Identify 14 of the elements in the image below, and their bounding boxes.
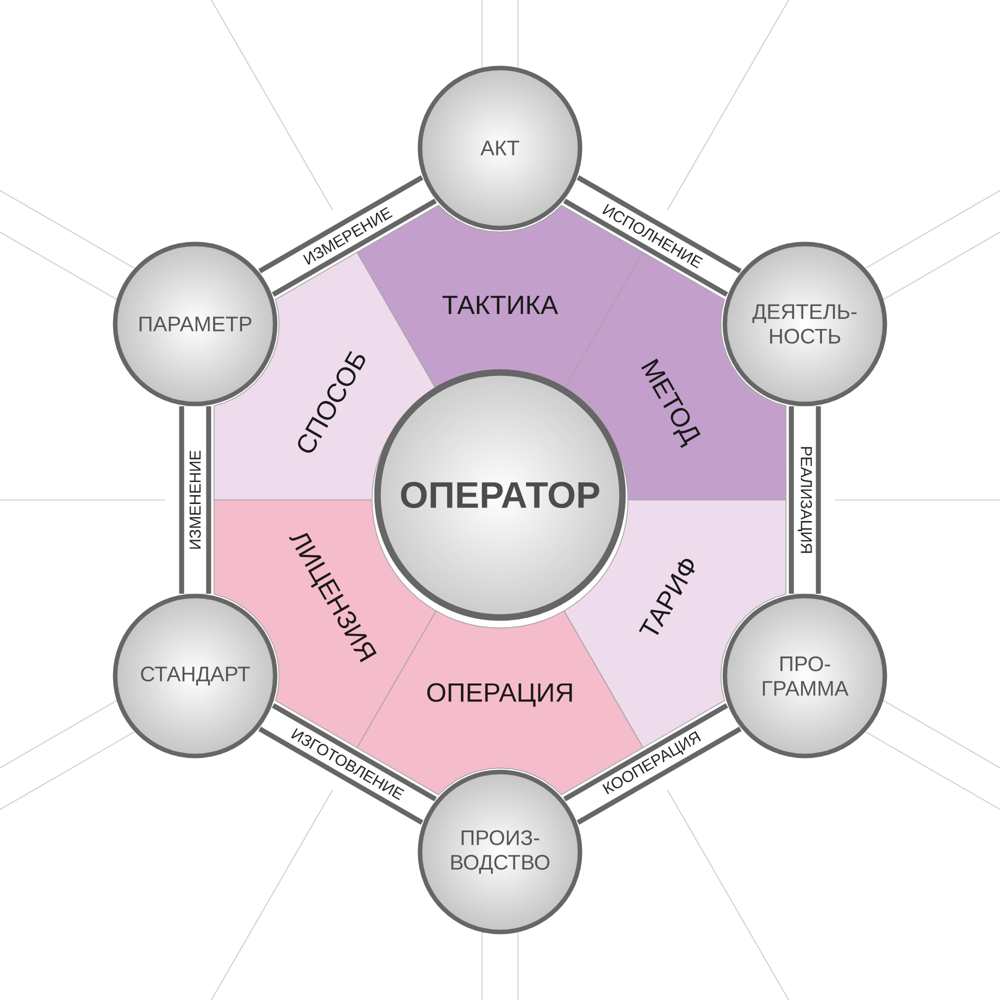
connector-band <box>563 175 742 297</box>
circle-node: СТАНДАРТ <box>112 594 278 758</box>
connector-band <box>563 703 742 825</box>
connector-band <box>788 406 821 594</box>
circle-node: АКТ <box>418 66 582 230</box>
connector-band <box>179 406 212 594</box>
edge-label: ИЗМЕНЕНИЕ <box>190 450 201 549</box>
connector-band <box>258 703 437 825</box>
connector-band <box>258 175 437 297</box>
edge-label: РЕАЛИЗАЦИЯ <box>798 447 812 553</box>
circle-node: ПРОИЗ- ВОДСТВО <box>418 770 582 934</box>
circle-node: ДЕЯТЕЛЬ- НОСТЬ <box>722 242 888 406</box>
circle-node: ПРО- ГРАММА <box>722 594 888 758</box>
circle-node: ПАРАМЕТР <box>112 242 278 406</box>
